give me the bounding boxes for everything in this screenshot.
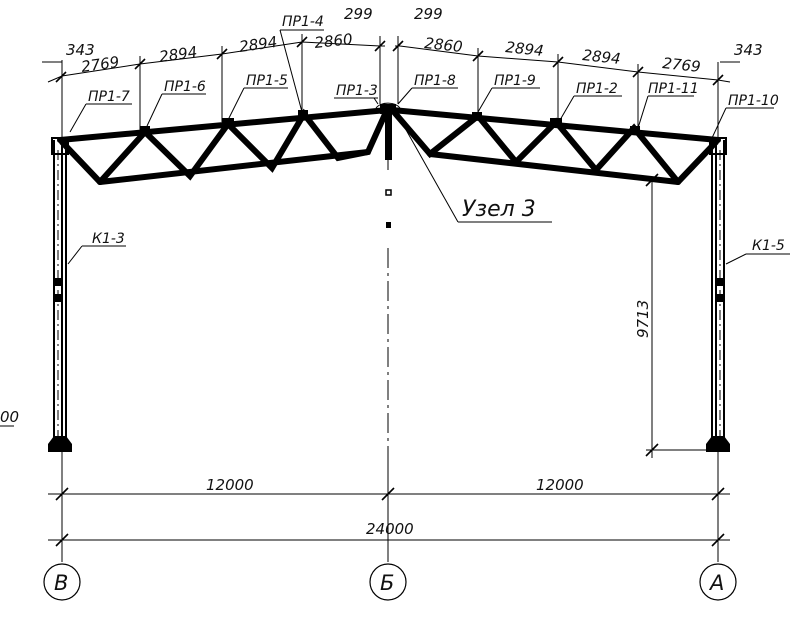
node-3-label: Узел 3	[462, 197, 536, 222]
label-k1-3: К1-3	[92, 231, 125, 247]
axis-marker-v	[43, 563, 81, 601]
label-pr1-11: ПР1-11	[648, 81, 699, 97]
label-pr1-2: ПР1-2	[576, 81, 618, 97]
axis-markers: В Б А	[43, 563, 737, 601]
dim-12000-right: 12000	[536, 476, 584, 494]
dim-2894-2: 2894	[238, 33, 278, 56]
dim-24000: 24000	[366, 520, 414, 538]
dim-2860-left: 2860	[314, 30, 354, 52]
ridge-node: Узел 3	[375, 102, 552, 228]
label-pr1-6: ПР1-6	[164, 79, 206, 95]
axis-label-v: В	[54, 571, 68, 595]
label-pr1-3: ПР1-3	[336, 83, 378, 99]
dim-left-partial: 00	[0, 408, 19, 426]
label-pr1-7: ПР1-7	[88, 89, 130, 105]
label-pr1-8: ПР1-8	[414, 73, 456, 89]
dim-9713: 9713	[634, 300, 652, 338]
label-pr1-4: ПР1-4	[282, 14, 324, 30]
label-pr1-9: ПР1-9	[494, 73, 536, 89]
member-label-leaders	[69, 29, 774, 139]
dim-2769-right: 2769	[662, 54, 702, 76]
member-labels: ПР1-7 ПР1-6 ПР1-5 ПР1-4 ПР1-3 ПР1-8 ПР1-…	[88, 14, 779, 109]
dim-343-left: 343	[66, 41, 95, 59]
right-column: К1-5	[706, 137, 790, 452]
dim-299-right: 299	[414, 5, 443, 23]
dim-299-left: 299	[344, 5, 373, 23]
left-truss	[57, 107, 391, 185]
dim-2769-left: 2769	[80, 53, 120, 76]
bottom-dimensions: 12000 12000 24000	[48, 160, 730, 562]
label-pr1-10: ПР1-10	[728, 93, 779, 109]
label-pr1-5: ПР1-5	[246, 73, 288, 89]
axis-label-b: Б	[380, 571, 394, 595]
dim-2894-1: 2894	[158, 43, 198, 66]
dim-2860-right: 2860	[424, 34, 464, 56]
axis-marker-a	[699, 563, 737, 601]
dim-2894-3: 2894	[505, 38, 545, 60]
dim-343-right: 343	[734, 41, 763, 59]
height-dimension: 9713	[634, 173, 722, 458]
label-k1-5: К1-5	[752, 238, 785, 254]
right-truss	[389, 107, 721, 185]
left-column: К1-3	[48, 137, 126, 452]
top-dimension-chain: 343 2769 2894 2894 2860 299 299 2860 289…	[42, 5, 763, 140]
dim-2894-4: 2894	[582, 46, 622, 68]
axis-label-a: А	[708, 571, 724, 595]
axis-marker-b	[369, 563, 407, 601]
dim-12000-left: 12000	[206, 476, 254, 494]
